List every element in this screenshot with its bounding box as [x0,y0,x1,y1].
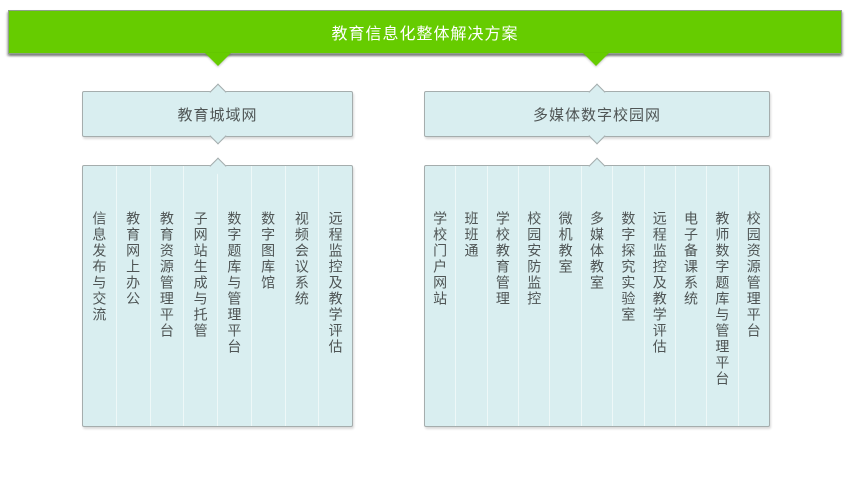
solution-item: 视频会议系统 [286,166,320,426]
main-title-banner: 教育信息化整体解决方案 [8,10,842,54]
connector-arrow-left-icon [205,53,231,66]
solution-item: 远程监控及教学评估 [645,166,676,426]
solution-item: 多媒体教室 [582,166,614,426]
solution-item: 教育资源管理平台 [151,166,185,426]
main-title: 教育信息化整体解决方案 [331,26,519,43]
notch-down-icon [588,127,606,145]
notch-down-icon [209,127,226,145]
notch-up-icon [588,83,606,101]
branch-header-education-man: 教育城域网 [82,83,353,145]
branch-items-education-man: 信息发布与交流 教育网上办公 教育资源管理平台 子网站生成与托管 数字题库与管理… [82,157,353,427]
branch-label: 多媒体数字校园网 [532,106,661,124]
solution-item: 信息发布与交流 [83,166,117,426]
solution-item: 远程监控及教学评估 [327,211,344,355]
solution-item: 学校门户网站 [425,166,457,426]
solution-item: 微机教室 [550,166,582,426]
solution-item: 班班通 [456,166,488,426]
branch-header-digital-campus: 多媒体数字校园网 [424,83,770,145]
solution-item: 电子备课系统 [676,166,708,426]
solution-item: 校园安防监控 [519,166,551,426]
solution-item: 学校教育管理 [488,166,520,426]
notch-up-icon [209,83,226,101]
solution-item: 教师数字题库与管理平台 [707,166,739,426]
branch-items-digital-campus: 学校门户网站 班班通 学校教育管理 校园安防监控 微机教室 多媒体教室 数字探究… [424,157,770,427]
solution-item: 数字题库与管理平台 [218,166,252,426]
solution-item: 校园资源管理平台 [745,211,762,339]
solution-item: 数字探究实验室 [613,166,645,426]
solution-item: 教育网上办公 [117,166,151,426]
connector-arrow-right-icon [583,53,609,66]
solution-item: 子网站生成与托管 [184,166,218,426]
branch-label: 教育城域网 [177,106,258,124]
solution-item: 数字图库馆 [252,166,286,426]
